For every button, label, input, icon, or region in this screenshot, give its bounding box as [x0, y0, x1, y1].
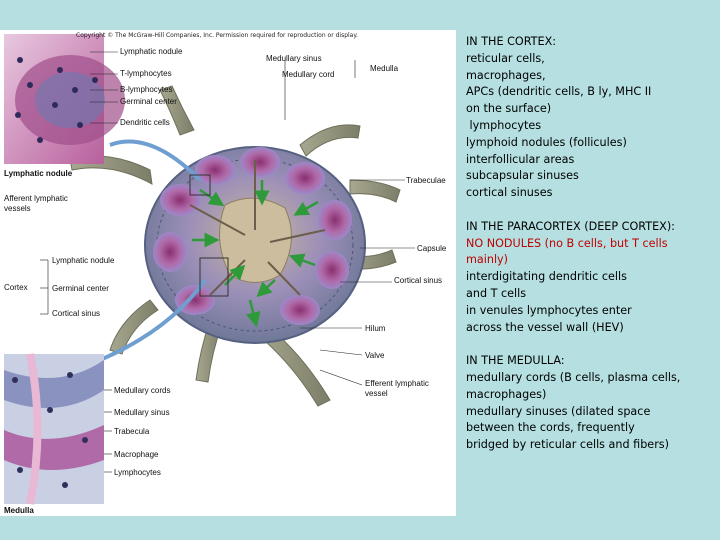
medulla-inset — [4, 353, 104, 505]
label-lymphatic-nodule-left: Lymphatic nodule — [52, 256, 115, 265]
inset-pointer-arrows — [99, 139, 207, 362]
medulla-notes: IN THE MEDULLA: medullary cords (B cells… — [466, 353, 716, 454]
label-t-lymphocytes: T-lymphocytes — [120, 69, 172, 78]
notes-line-highlight: NO NODULES (no B cells, but T cells — [466, 236, 668, 250]
label-trabecula-bottom: Trabecula — [114, 427, 150, 436]
notes-text-panel: IN THE CORTEX: reticular cells, macropha… — [466, 34, 716, 454]
lymphatic-nodule-inset — [4, 34, 125, 164]
notes-line: on the surface) — [466, 102, 552, 116]
label-efferent-vessel: Efferent lymphatic vessel — [365, 379, 429, 398]
label-cortical-sinus-right: Cortical sinus — [394, 276, 443, 285]
notes-line: lymphoid nodules (follicules) — [466, 135, 627, 149]
notes-line: across the vessel wall (HEV) — [466, 320, 624, 334]
lymph-flow-arrows — [192, 180, 319, 328]
notes-line-highlight: mainly) — [466, 253, 509, 267]
label-macrophage: Macrophage — [114, 450, 159, 459]
label-trabeculae: Trabeculae — [406, 176, 446, 185]
leader-lines — [40, 51, 415, 473]
copyright-notice: Copyright © The McGraw-Hill Companies, I… — [76, 32, 358, 39]
label-capsule: Capsule — [417, 244, 447, 253]
notes-line: macrophages, — [466, 68, 546, 82]
notes-line: reticular cells, — [466, 51, 545, 65]
label-dendritic-cells: Dendritic cells — [120, 118, 170, 127]
label-cortex: Cortex — [4, 283, 28, 292]
notes-line: lymphocytes — [466, 118, 542, 132]
notes-line: macrophages) — [466, 387, 547, 401]
notes-line: subcapsular sinuses — [466, 169, 579, 183]
notes-line: APCs (dendritic cells, B ly, MHC II — [466, 85, 652, 99]
label-germinal-center-left: Germinal center — [52, 284, 109, 293]
notes-line: medullary cords (B cells, plasma cells, — [466, 370, 681, 384]
label-valve: Valve — [365, 351, 385, 360]
paracortex-notes: IN THE PARACORTEX (DEEP CORTEX): NO NODU… — [466, 219, 716, 337]
cortex-notes: IN THE CORTEX: reticular cells, macropha… — [466, 34, 716, 202]
notes-line: cortical sinuses — [466, 186, 553, 200]
notes-line: and T cells — [466, 286, 527, 300]
notes-line: bridged by reticular cells and fibers) — [466, 438, 669, 452]
lymph-node-figure: Copyright © The McGraw-Hill Companies, I… — [0, 30, 456, 516]
label-medullary-sinus-bottom: Medullary sinus — [114, 408, 170, 417]
label-medulla-bottom: Medulla — [4, 506, 34, 515]
label-lymphocytes: Lymphocytes — [114, 468, 161, 477]
label-b-lymphocytes: B-lymphocytes — [120, 85, 173, 94]
label-lymphatic-nodule-inset: Lymphatic nodule — [4, 169, 73, 178]
label-lymphatic-nodule-top: Lymphatic nodule — [120, 47, 183, 56]
notes-line: medullary sinuses (dilated space — [466, 404, 651, 418]
notes-line: interdigitating dendritic cells — [466, 270, 627, 284]
notes-line: IN THE MEDULLA: — [466, 354, 565, 368]
notes-line: between the cords, frequently — [466, 421, 635, 435]
label-medulla-right: Medulla — [370, 64, 399, 73]
notes-line: interfollicular areas — [466, 152, 575, 166]
label-cortical-sinus-left: Cortical sinus — [52, 309, 101, 318]
label-medullary-sinus-top: Medullary sinus — [266, 54, 322, 63]
label-germinal-center-top: Germinal center — [120, 97, 177, 106]
label-medullary-cords-bottom: Medullary cords — [114, 386, 171, 395]
notes-line: IN THE PARACORTEX (DEEP CORTEX): — [466, 219, 675, 233]
label-hilum: Hilum — [365, 324, 386, 333]
label-medullary-cord: Medullary cord — [282, 70, 335, 79]
label-afferent-vessels: Afferent lymphatic vessels — [4, 194, 68, 213]
notes-line: in venules lymphocytes enter — [466, 303, 632, 317]
notes-line: IN THE CORTEX: — [466, 35, 557, 48]
lymph-node-illustration — [4, 34, 415, 505]
